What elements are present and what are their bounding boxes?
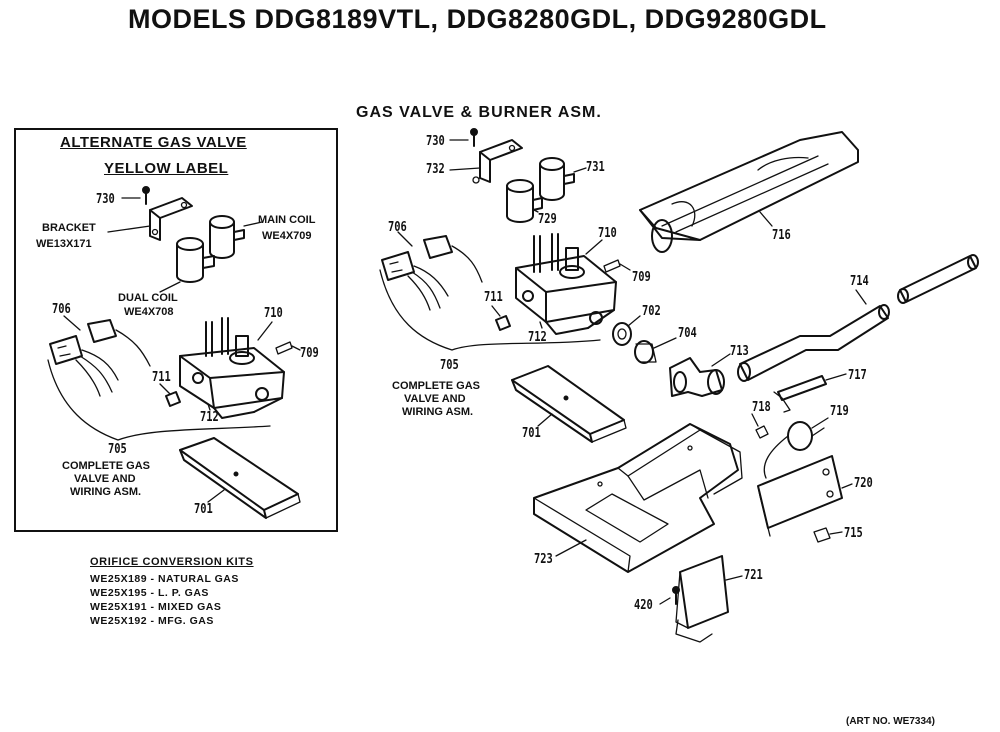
- alt-assembly-label-line1: COMPLETE GAS: [62, 460, 151, 472]
- bracket-732: [449, 139, 523, 184]
- callout-706: 706: [388, 220, 407, 235]
- mounting-plate-701: [511, 365, 627, 443]
- tube-714: [737, 289, 890, 382]
- coil-729: [506, 179, 543, 223]
- main-coil-label: MAIN COIL: [258, 214, 316, 226]
- alt-callout-701: 701: [194, 502, 213, 517]
- alt-callout-711: 711: [152, 370, 171, 385]
- alt-assembly-brace: [47, 359, 271, 441]
- callout-712: 712: [528, 330, 547, 345]
- callout-702: 702: [642, 304, 661, 319]
- igniter-717: [773, 373, 847, 413]
- screw-715: [813, 527, 843, 543]
- main-coil-part-number: WE4X709: [262, 230, 312, 242]
- callout-713: 713: [730, 344, 749, 359]
- alt-callout-730: 730: [96, 192, 115, 207]
- bracket-720: [757, 455, 853, 537]
- dual-coil-label: DUAL COIL: [118, 292, 178, 304]
- bracket-part-number: WE13X171: [36, 238, 92, 250]
- callout-732: 732: [426, 162, 445, 177]
- dual-coil-part-number: WE4X708: [124, 306, 174, 318]
- callout-730: 730: [426, 134, 445, 149]
- alt-assembly-label-line2: VALVE AND: [74, 473, 136, 485]
- orifice-kit-list: ORIFICE CONVERSION KITS WE25X189 - NATUR…: [90, 556, 254, 628]
- assembly-label-line3: WIRING ASM.: [402, 406, 474, 418]
- chassis-bracket-723: [533, 423, 743, 573]
- alt-screw-730: [121, 186, 150, 205]
- alt-callout-712: 712: [200, 410, 219, 425]
- assembly-brace: [379, 269, 601, 351]
- alt-screw-709: [275, 341, 301, 355]
- callout-711: 711: [484, 290, 503, 305]
- orifice-kit-row: WE25X189 - NATURAL GAS: [90, 573, 239, 585]
- alt-callout-705: 705: [108, 442, 127, 457]
- shield-721: [675, 555, 743, 643]
- callout-705: 705: [440, 358, 459, 373]
- callout-716: 716: [772, 228, 791, 243]
- callout-731: 731: [586, 160, 605, 175]
- screw-718: [751, 413, 769, 439]
- nut-702: [612, 315, 641, 346]
- callout-710: 710: [598, 226, 617, 241]
- callout-720: 720: [854, 476, 873, 491]
- coil-731: [539, 157, 587, 201]
- screw-420: [659, 586, 680, 605]
- orifice-kit-row: WE25X192 - MFG. GAS: [90, 615, 214, 627]
- page-title: MODELS DDG8189VTL, DDG8280GDL, DDG9280GD…: [128, 4, 827, 34]
- alt-wiring-harness: [49, 315, 151, 397]
- callout-718: 718: [752, 400, 771, 415]
- orifice-kit-row: WE25X191 - MIXED GAS: [90, 601, 222, 613]
- alt-dual-coil: [159, 237, 215, 293]
- assembly-label-line2: VALVE AND: [404, 393, 466, 405]
- alt-mounting-plate: [179, 437, 301, 519]
- alt-callout-710: 710: [264, 306, 283, 321]
- alternate-subheading: YELLOW LABEL: [104, 160, 229, 177]
- section-title: GAS VALVE & BURNER ASM.: [356, 104, 602, 121]
- elbow-713: [669, 353, 731, 397]
- orifice-711: [491, 305, 511, 331]
- callout-715: 715: [844, 526, 863, 541]
- fitting-704: [634, 337, 677, 364]
- alt-callout-706: 706: [52, 302, 71, 317]
- callout-701: 701: [522, 426, 541, 441]
- callout-717: 717: [848, 368, 867, 383]
- callout-420: 420: [634, 598, 653, 613]
- alt-bracket: [107, 197, 193, 241]
- callout-729: 729: [538, 212, 557, 227]
- callout-709: 709: [632, 270, 651, 285]
- screw-730: [449, 128, 478, 147]
- alt-assembly-label-line3: WIRING ASM.: [70, 486, 142, 498]
- alt-orifice-711: [159, 383, 181, 407]
- alt-callout-709: 709: [300, 346, 319, 361]
- orifice-kit-title: ORIFICE CONVERSION KITS: [90, 556, 254, 568]
- art-number: (ART NO. WE7334): [846, 716, 935, 727]
- tube-extension: [897, 254, 979, 304]
- callout-719: 719: [830, 404, 849, 419]
- alt-main-coil: [209, 215, 263, 259]
- alternate-valve-panel: [14, 128, 338, 532]
- wiring-harness-706: [381, 231, 483, 311]
- screw-709: [603, 259, 631, 273]
- gas-valve-body: [515, 233, 617, 335]
- sensor-719: [763, 417, 829, 479]
- callout-723: 723: [534, 552, 553, 567]
- alternate-heading: ALTERNATE GAS VALVE: [60, 134, 247, 151]
- burner-716: [639, 131, 859, 253]
- bracket-label: BRACKET: [42, 222, 96, 234]
- callout-721: 721: [744, 568, 763, 583]
- assembly-label-line1: COMPLETE GAS: [392, 380, 481, 392]
- callout-704: 704: [678, 326, 697, 341]
- orifice-kit-row: WE25X195 - L. P. GAS: [90, 587, 209, 599]
- callout-714: 714: [850, 274, 869, 289]
- alt-valve-body: [179, 317, 285, 419]
